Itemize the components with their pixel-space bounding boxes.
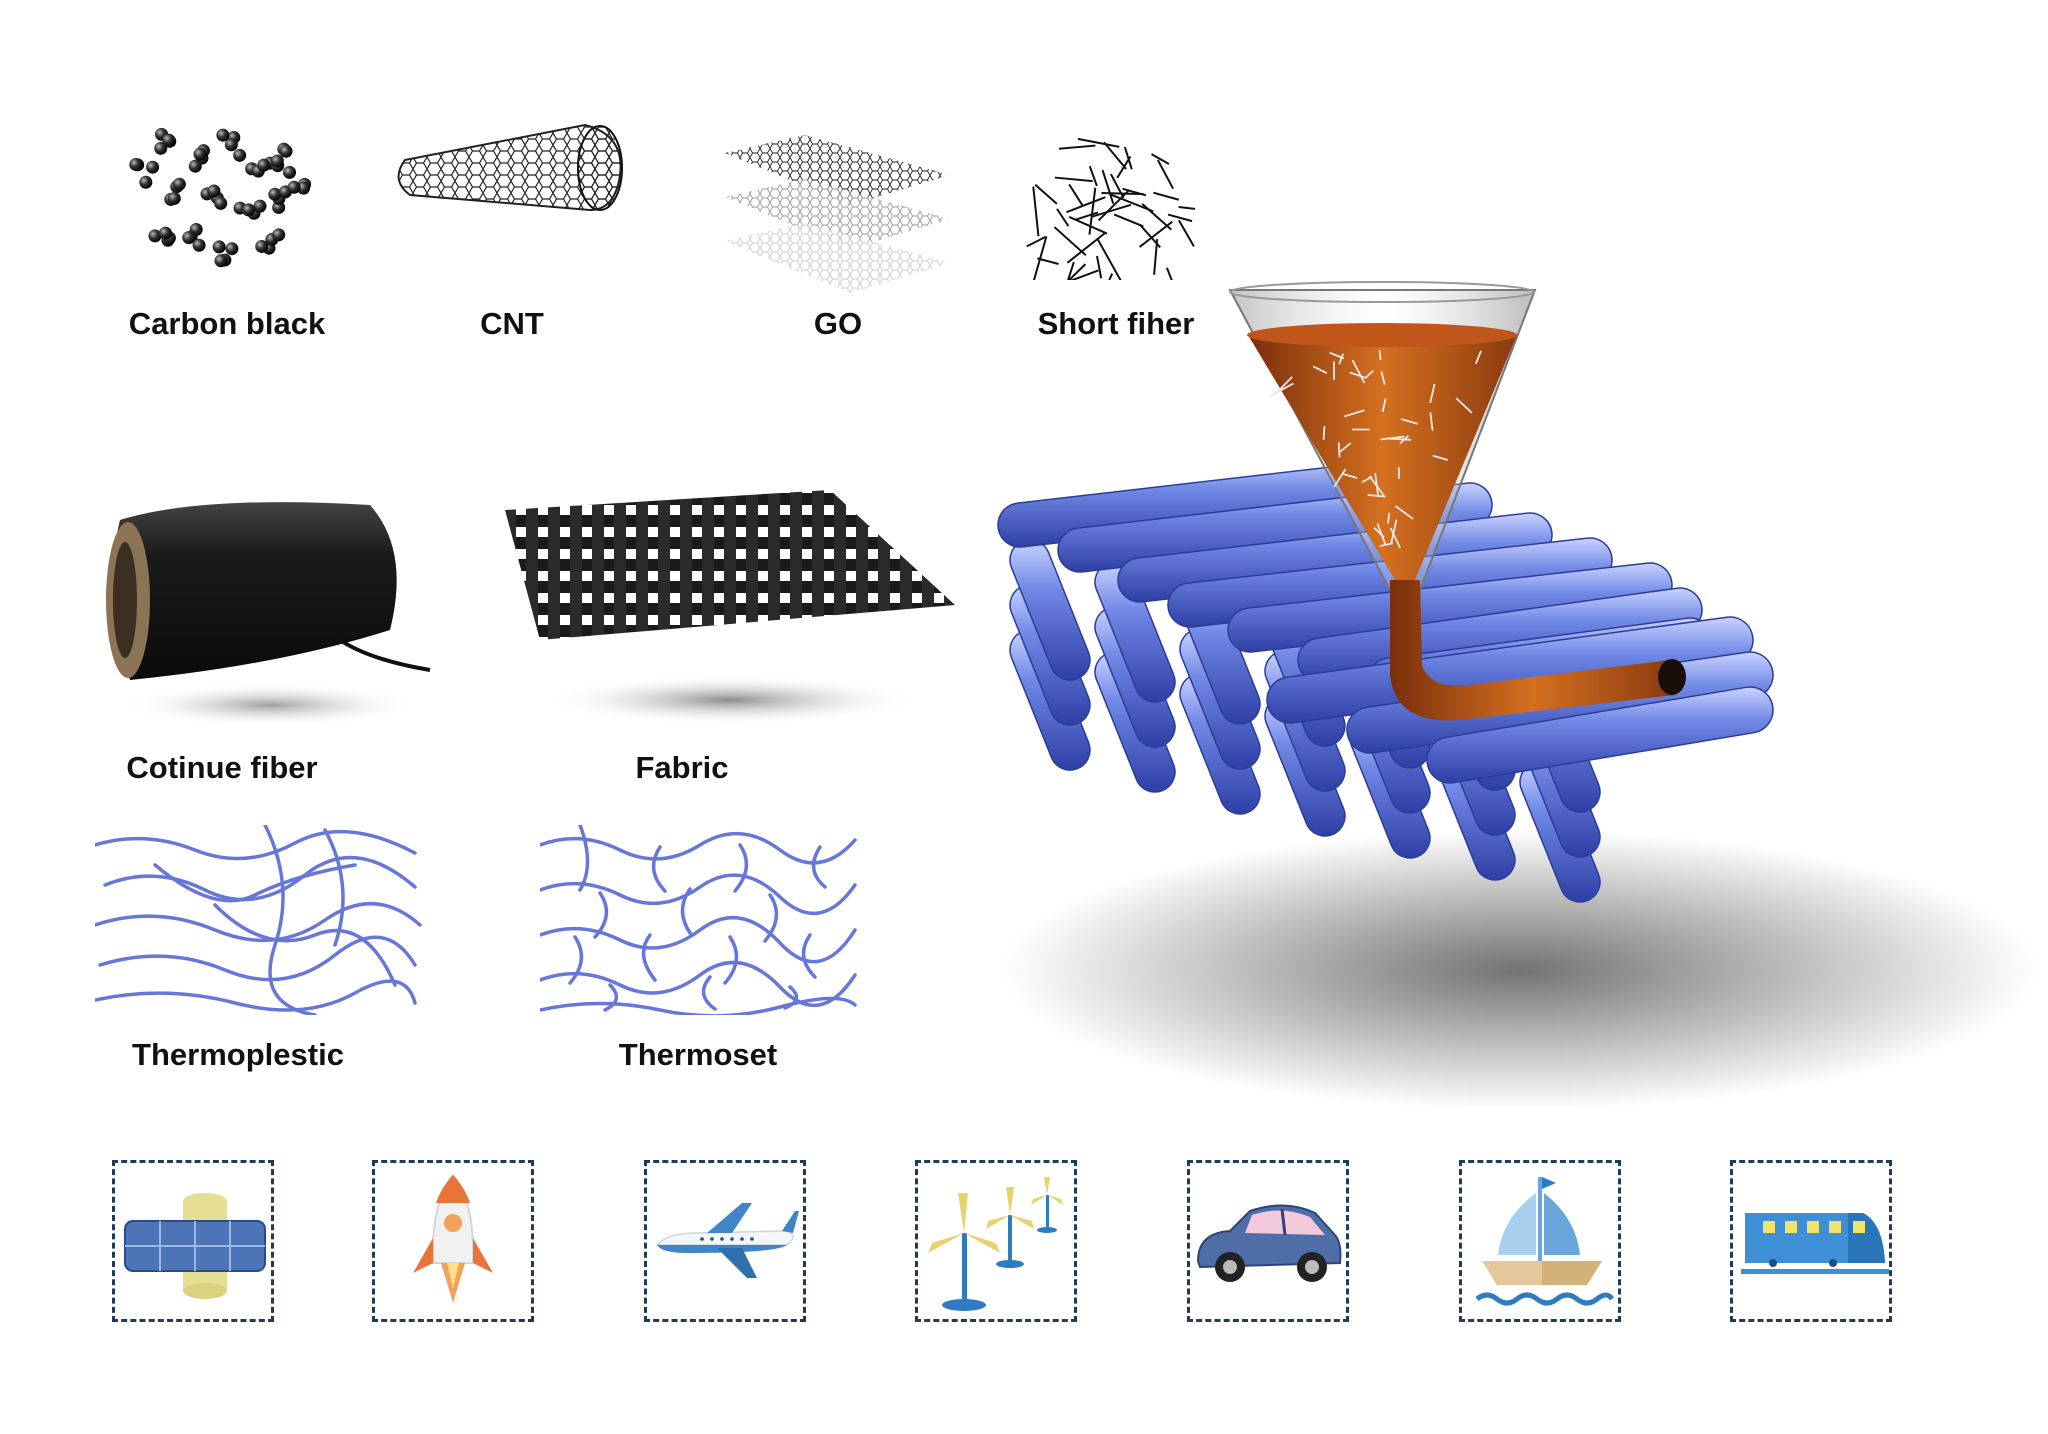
application-train [1730, 1160, 1892, 1322]
carbon-black-illustration [129, 127, 312, 268]
go-label: GO [813, 306, 863, 341]
application-sailboat [1459, 1160, 1621, 1322]
application-wind-turbines [915, 1160, 1077, 1322]
thermoset-label: Thermoset [618, 1037, 778, 1072]
thermoplastic-chains-illustration [95, 825, 422, 1015]
car-icon [1196, 1204, 1342, 1282]
short-fiber-label: Short fiher [1037, 306, 1195, 341]
rocket-icon [413, 1173, 493, 1303]
carbon-black-label: Carbon black [128, 306, 326, 341]
train-icon [1741, 1213, 1889, 1274]
fabric-illustration [505, 490, 955, 725]
3d-printing-scene [997, 281, 2040, 1110]
thermoplastic-label: Thermoplestic [132, 1037, 344, 1072]
cnt-label: CNT [480, 306, 544, 341]
cnt-illustration [397, 123, 623, 212]
application-satellite [112, 1160, 274, 1322]
application-airplane [644, 1160, 806, 1322]
satellite-icon [124, 1193, 266, 1299]
airplane-icon [655, 1203, 799, 1278]
thermoset-network-illustration [540, 825, 857, 1015]
go-illustration [725, 135, 950, 293]
short-fiber-illustration [1026, 137, 1195, 280]
application-rocket [372, 1160, 534, 1322]
application-car [1187, 1160, 1349, 1322]
sailboat-icon [1475, 1177, 1615, 1306]
fabric-label: Fabric [635, 750, 729, 785]
continuous-fiber-label: Cotinue fiber [126, 750, 318, 785]
continuous-fiber-spool-illustration [106, 502, 431, 727]
wind-turbines-icon [928, 1177, 1063, 1311]
